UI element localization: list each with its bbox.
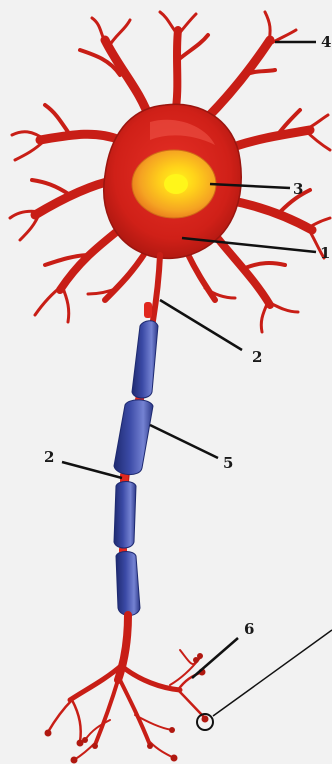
leader-line-2-top: [160, 300, 242, 350]
leader-line-2-node: [62, 462, 122, 478]
leader-line-5: [150, 425, 218, 458]
myelin-segment: [116, 552, 140, 616]
label-dendrites: 4: [321, 33, 331, 51]
myelin-segment: [114, 400, 153, 475]
myelin-segment: [114, 482, 136, 549]
myelin-segment: [132, 321, 158, 398]
label-myelin-sheath: 5: [223, 454, 233, 472]
nucleolus: [164, 174, 188, 194]
axon-terminal: [48, 615, 205, 760]
label-dendrite-branch: 2: [252, 348, 262, 366]
label-cell-body: 1: [320, 244, 330, 262]
label-nucleus: 3: [293, 180, 303, 198]
label-axon-terminal: 6: [244, 620, 254, 638]
myelin-sheath: [114, 321, 158, 616]
label-node-of-ranvier: 2: [44, 448, 54, 466]
